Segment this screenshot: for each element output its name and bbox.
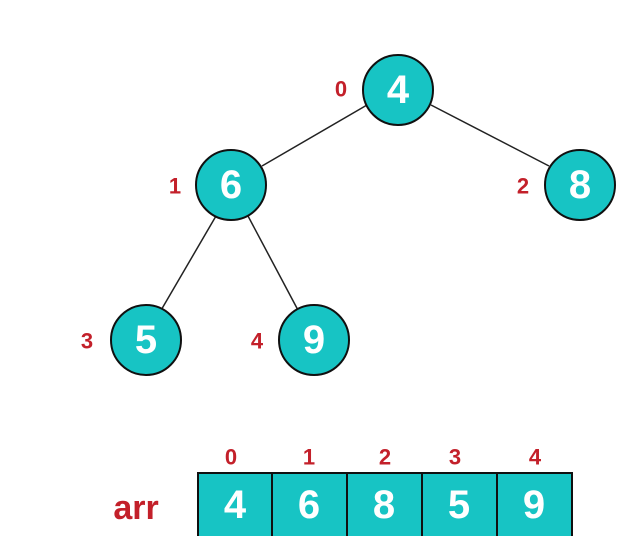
tree-node-circle: [278, 304, 350, 376]
tree-node-index: 4: [251, 329, 264, 354]
array-cell-box: [346, 472, 423, 536]
array-cell-index: 3: [449, 445, 461, 470]
tree-node-2: 8 2: [517, 149, 616, 221]
tree-node-circle: [362, 54, 434, 126]
tree-node-value: 6: [220, 163, 242, 207]
array-cell-value: 9: [523, 483, 545, 527]
tree-edges: [159, 104, 550, 313]
tree-node-circle: [544, 149, 616, 221]
array-cell-value: 4: [224, 483, 247, 527]
array-cell-index: 4: [529, 445, 542, 470]
tree-node-circle: [195, 149, 267, 221]
tree-node-circle: [110, 304, 182, 376]
array-cell-box: [271, 472, 348, 536]
array-cell-box: [197, 472, 273, 536]
tree-node-0: 4 0: [335, 54, 434, 126]
tree-node-index: 0: [335, 77, 347, 102]
array-cell-0: 0 4: [197, 445, 273, 536]
array-label: arr: [113, 489, 158, 527]
array-cell-value: 5: [448, 483, 470, 527]
tree-node-1: 6 1: [169, 149, 267, 221]
array-cell-index: 2: [379, 445, 391, 470]
array-cell-1: 1 6: [271, 445, 348, 536]
tree-edge-0-1: [261, 104, 368, 167]
array-cell-box: [496, 472, 573, 536]
tree-node-index: 1: [169, 174, 181, 199]
tree-node-4: 9 4: [251, 304, 350, 376]
tree-edge-1-4: [247, 215, 300, 313]
array-cell-3: 3 5: [421, 445, 498, 536]
array-cells: 0 4 1 6 2 8 3 5 4 9: [197, 445, 573, 536]
tree-edge-1-3: [159, 215, 217, 313]
tree-node-value: 9: [303, 318, 325, 362]
tree-node-3: 5 3: [81, 304, 182, 376]
array-cell-4: 4 9: [496, 445, 573, 536]
tree-node-value: 4: [387, 68, 410, 112]
tree-node-index: 3: [81, 329, 93, 354]
tree-edge-0-2: [430, 104, 550, 167]
tree-node-value: 5: [135, 318, 157, 362]
array-cell-2: 2 8: [346, 445, 423, 536]
array-cell-index: 0: [225, 445, 237, 470]
array-cell-index: 1: [303, 445, 315, 470]
tree-node-value: 8: [569, 163, 591, 207]
array-cell-value: 8: [373, 483, 395, 527]
array-cell-value: 6: [298, 483, 320, 527]
tree-node-index: 2: [517, 174, 529, 199]
